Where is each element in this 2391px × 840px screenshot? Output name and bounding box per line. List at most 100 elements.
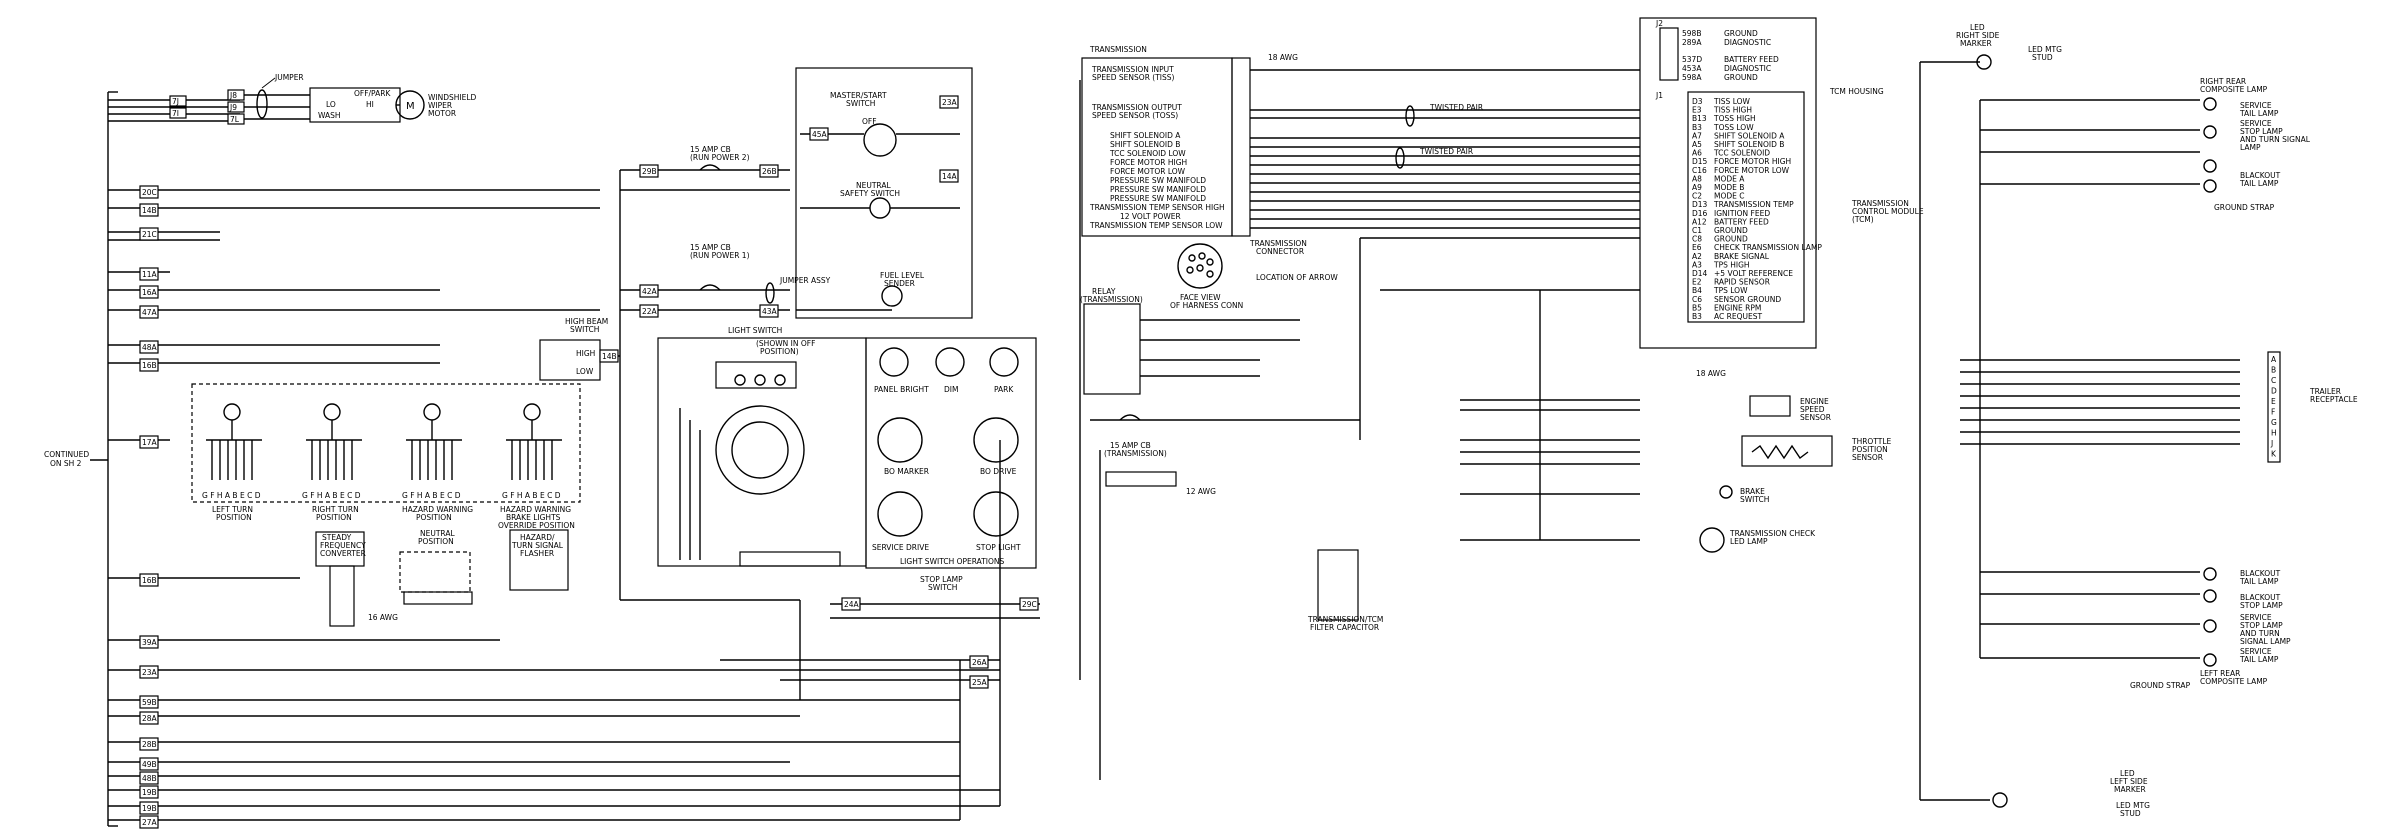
svg-text:STOP LAMP: STOP LAMP bbox=[2240, 601, 2283, 610]
svg-text:45A: 45A bbox=[812, 130, 828, 139]
svg-text:M: M bbox=[406, 101, 415, 112]
tcm-pin-name: MODE B bbox=[1714, 183, 1744, 192]
svg-text:OVERRIDE POSITION: OVERRIDE POSITION bbox=[498, 521, 575, 530]
tcm-pin-name: BATTERY FEED bbox=[1714, 217, 1769, 226]
svg-text:LAMP: LAMP bbox=[2240, 143, 2261, 152]
svg-text:(RUN POWER 1): (RUN POWER 1) bbox=[690, 251, 750, 260]
tcm-pin-id: A2 bbox=[1692, 252, 1702, 261]
trailer-pin-letter: C bbox=[2271, 376, 2276, 385]
svg-text:TRANSMISSION OUTPUT: TRANSMISSION OUTPUT bbox=[1091, 103, 1182, 112]
wire-label: 19B bbox=[142, 804, 157, 813]
tcm-pin-id: D3 bbox=[1692, 97, 1703, 106]
svg-text:RECEPTACLE: RECEPTACLE bbox=[2310, 395, 2358, 404]
svg-text:16 AWG: 16 AWG bbox=[368, 613, 398, 622]
svg-text:GROUND: GROUND bbox=[1724, 29, 1758, 38]
pin-letters: G F H A B E C D bbox=[402, 491, 461, 500]
master-start-switch bbox=[863, 123, 897, 157]
svg-text:FORCE MOTOR HIGH: FORCE MOTOR HIGH bbox=[1110, 158, 1187, 167]
svg-text:598A: 598A bbox=[1682, 73, 1702, 82]
svg-text:RIGHT TURN: RIGHT TURN bbox=[312, 505, 359, 514]
trailer-pin-letter: K bbox=[2271, 450, 2277, 459]
svg-text:26B: 26B bbox=[762, 167, 777, 176]
svg-text:14A: 14A bbox=[942, 172, 958, 181]
tcm-pin-name: TRANSMISSION TEMP bbox=[1713, 200, 1794, 209]
svg-text:STUD: STUD bbox=[2120, 809, 2141, 818]
svg-text:TRANSMISSION TEMP SENSOR HIGH: TRANSMISSION TEMP SENSOR HIGH bbox=[1089, 203, 1225, 212]
svg-text:LED MTG: LED MTG bbox=[2028, 45, 2062, 54]
svg-text:FILTER CAPACITOR: FILTER CAPACITOR bbox=[1310, 623, 1379, 632]
tcm-pin-id: C6 bbox=[1692, 295, 1702, 304]
svg-text:(TRANSMISSION): (TRANSMISSION) bbox=[1104, 449, 1167, 458]
svg-text:CONNECTOR: CONNECTOR bbox=[1256, 247, 1304, 256]
tcm-pin-name: TPS HIGH bbox=[1713, 260, 1750, 269]
svg-text:BLACKOUT: BLACKOUT bbox=[2240, 593, 2281, 602]
wiper-switch bbox=[309, 87, 401, 123]
switch-position-hazard: G F H A B E C D HAZARD WARNING POSITION bbox=[402, 403, 473, 522]
svg-text:TRANSMISSION/TCM: TRANSMISSION/TCM bbox=[1307, 615, 1383, 624]
svg-text:SWITCH: SWITCH bbox=[1740, 495, 1769, 504]
svg-text:TRAILER: TRAILER bbox=[2309, 387, 2341, 396]
wire-label: 20C bbox=[142, 188, 157, 197]
wire-label: 16B bbox=[142, 576, 157, 585]
svg-text:18 AWG: 18 AWG bbox=[1268, 53, 1298, 62]
svg-text:SPEED SENSOR (TOSS): SPEED SENSOR (TOSS) bbox=[1092, 111, 1178, 120]
svg-text:29B: 29B bbox=[642, 167, 657, 176]
svg-text:SENDER: SENDER bbox=[884, 279, 915, 288]
svg-text:J9: J9 bbox=[229, 103, 237, 112]
svg-text:STOP LAMP: STOP LAMP bbox=[2240, 621, 2283, 630]
tcm-pin-id: B3 bbox=[1692, 123, 1702, 132]
svg-text:LO: LO bbox=[326, 100, 336, 109]
trailer-pin-letter: A bbox=[2271, 355, 2277, 364]
svg-text:TRANSMISSION INPUT: TRANSMISSION INPUT bbox=[1091, 65, 1174, 74]
svg-text:THROTTLE: THROTTLE bbox=[1851, 437, 1892, 446]
svg-text:DIAGNOSTIC: DIAGNOSTIC bbox=[1724, 38, 1771, 47]
svg-text:14B: 14B bbox=[602, 352, 617, 361]
tcm-pin-id: A3 bbox=[1692, 260, 1702, 269]
cb2-symbol bbox=[699, 164, 721, 171]
svg-text:SERVICE: SERVICE bbox=[2240, 613, 2272, 622]
svg-text:12 AWG: 12 AWG bbox=[1186, 487, 1216, 496]
svg-text:SAFETY SWITCH: SAFETY SWITCH bbox=[840, 189, 900, 198]
pin-letters: G F H A B E C D bbox=[502, 491, 561, 500]
svg-text:15 AMP CB: 15 AMP CB bbox=[1110, 441, 1151, 450]
continued-label: CONTINUED bbox=[44, 450, 89, 459]
svg-text:POSITION: POSITION bbox=[316, 513, 352, 522]
tcm-pin-name: CHECK TRANSMISSION LAMP bbox=[1714, 243, 1822, 252]
wire-label: 47A bbox=[142, 308, 158, 317]
tcm-pin-name: MODE C bbox=[1714, 192, 1745, 201]
tcm-pin-name: SENSOR GROUND bbox=[1714, 295, 1781, 304]
wire-label: 39A bbox=[142, 638, 158, 647]
tcm-pin-id: E2 bbox=[1692, 278, 1702, 287]
svg-text:LEFT TURN: LEFT TURN bbox=[212, 505, 253, 514]
stop-lamp-switch: STOP LAMP SWITCH 24A 29C bbox=[830, 575, 1040, 619]
svg-text:TWISTED PAIR: TWISTED PAIR bbox=[1429, 103, 1483, 112]
transmission-connector-face bbox=[1177, 243, 1223, 289]
sensors: 18 AWG ENGINE SPEED SENSOR THROTTLE POSI… bbox=[1696, 369, 1892, 553]
pin-letters: G F H A B E C D bbox=[302, 491, 361, 500]
tcm-pin-id: D15 bbox=[1692, 157, 1708, 166]
svg-text:PRESSURE SW MANIFOLD: PRESSURE SW MANIFOLD bbox=[1110, 176, 1206, 185]
svg-text:STOP LAMP: STOP LAMP bbox=[2240, 127, 2283, 136]
svg-text:GROUND STRAP: GROUND STRAP bbox=[2214, 203, 2275, 212]
wiper-circuit: 7J 7I J8 J9 7L JUMPER OFF/PARK LO HI WAS… bbox=[169, 73, 477, 125]
svg-text:SERVICE DRIVE: SERVICE DRIVE bbox=[872, 543, 929, 552]
svg-text:26A: 26A bbox=[972, 658, 988, 667]
tcm-pin-name: TOSS LOW bbox=[1713, 123, 1754, 132]
svg-text:15 AMP CB: 15 AMP CB bbox=[690, 243, 731, 252]
svg-text:OFF/PARK: OFF/PARK bbox=[354, 89, 391, 98]
svg-text:NEUTRAL: NEUTRAL bbox=[420, 529, 455, 538]
svg-text:NEUTRAL: NEUTRAL bbox=[856, 181, 891, 190]
switch-position-left-turn: G F H A B E C D LEFT TURN POSITION bbox=[202, 403, 262, 522]
svg-text:SENSOR: SENSOR bbox=[1852, 453, 1883, 462]
svg-text:(RUN POWER 2): (RUN POWER 2) bbox=[690, 153, 750, 162]
svg-text:J8: J8 bbox=[229, 91, 237, 100]
svg-text:BLACKOUT: BLACKOUT bbox=[2240, 171, 2281, 180]
tcm-pin-id: B3 bbox=[1692, 312, 1702, 321]
svg-text:FUEL LEVEL: FUEL LEVEL bbox=[880, 271, 925, 280]
wire-label: 11A bbox=[142, 270, 158, 279]
